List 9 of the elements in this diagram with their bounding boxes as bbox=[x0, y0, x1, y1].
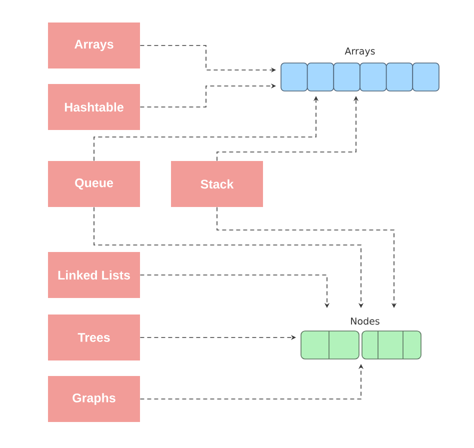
process-box: Queue bbox=[48, 161, 140, 207]
process-box: Stack bbox=[171, 161, 263, 207]
structure-label: Arrays bbox=[344, 48, 375, 56]
process-box: Arrays bbox=[48, 22, 140, 68]
structure-label: Nodes bbox=[351, 317, 380, 325]
process-box: Hashtable bbox=[48, 84, 140, 130]
process-box: Linked Lists bbox=[48, 252, 140, 298]
process-box: Graphs bbox=[48, 376, 140, 422]
process-box: Trees bbox=[48, 314, 140, 360]
